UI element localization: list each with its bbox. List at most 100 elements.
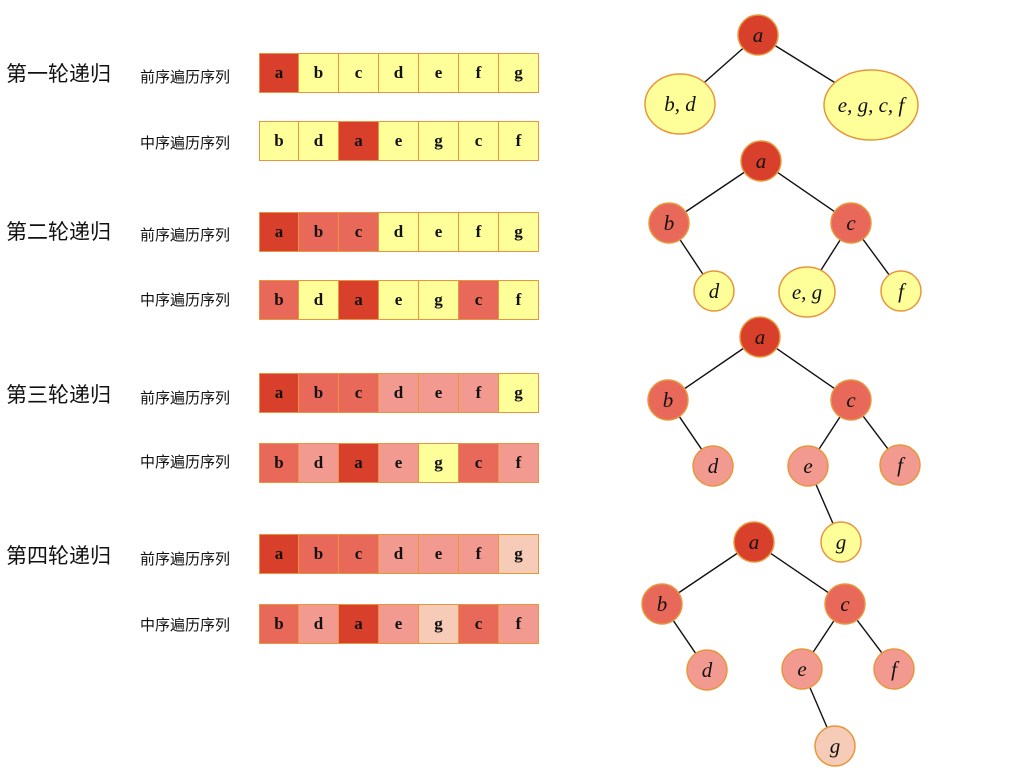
tree-edge	[700, 47, 745, 86]
round-1-label: 第一轮递归	[6, 62, 111, 86]
tree-node-a: a	[740, 140, 782, 182]
tree-edge	[677, 552, 739, 594]
sequence-cell-e: e	[419, 534, 459, 574]
tree-node-b: b	[641, 583, 683, 625]
sequence-cell-a: a	[259, 53, 299, 93]
sequence-cell-g: g	[419, 121, 459, 161]
sequence-cell-d: d	[379, 53, 419, 93]
tree-edge	[769, 552, 830, 594]
sequence-cell-c: c	[339, 53, 379, 93]
sequence-cell-a: a	[259, 373, 299, 413]
tree-node-R: e, g, c, f	[823, 69, 919, 141]
tree-node-c: c	[830, 379, 872, 421]
sequence-cell-g: g	[499, 534, 539, 574]
sequence-cell-c: c	[459, 604, 499, 644]
tree-node-e: e	[781, 648, 823, 690]
tree-node-label: a	[756, 149, 767, 173]
tree-node-label: b	[663, 388, 674, 412]
tree-node-d: d	[692, 445, 734, 487]
tree-node-label: a	[749, 530, 760, 554]
tree-edge	[861, 414, 890, 451]
tree-node-label: d	[709, 279, 720, 303]
tree-edge	[775, 347, 836, 390]
tree-node-label: d	[702, 658, 713, 682]
tree-node-label: b, d	[664, 92, 696, 116]
sequence-cell-f: f	[499, 280, 539, 320]
sequence-cell-b: b	[259, 121, 299, 161]
tree-node-label: f	[897, 453, 906, 477]
sequence-cell-b: b	[299, 212, 339, 252]
round-2-preorder-label: 前序遍历序列	[140, 226, 231, 244]
tree-node-a: a	[733, 521, 775, 563]
tree-node-label: d	[708, 454, 719, 478]
tree-edge	[683, 347, 745, 390]
tree-node-label: b	[657, 592, 668, 616]
tree-edge	[819, 238, 842, 273]
sequence-cell-c: c	[459, 121, 499, 161]
sequence-cell-g: g	[499, 53, 539, 93]
round-1-preorder-label: 前序遍历序列	[140, 68, 231, 86]
tree-node-a: a	[739, 316, 781, 358]
sequence-cell-f: f	[459, 534, 499, 574]
sequence-cell-d: d	[299, 443, 339, 483]
sequence-cell-f: f	[499, 443, 539, 483]
sequence-cell-b: b	[299, 53, 339, 93]
sequence-cell-d: d	[379, 373, 419, 413]
sequence-cell-b: b	[259, 604, 299, 644]
tree-node-label: f	[898, 279, 907, 303]
sequence-cell-a: a	[339, 280, 379, 320]
tree-edge	[814, 483, 835, 525]
tree-node-label: b	[664, 211, 675, 235]
sequence-cell-d: d	[299, 121, 339, 161]
tree-edge	[684, 171, 746, 213]
tree-node-f: f	[879, 444, 921, 486]
sequence-cell-c: c	[339, 373, 379, 413]
tree-edge	[678, 238, 705, 276]
sequence-cell-g: g	[419, 604, 459, 644]
tree-edge	[855, 618, 884, 655]
tree-edge	[672, 619, 697, 655]
sequence-cell-b: b	[259, 443, 299, 483]
sequence-cell-g: g	[499, 373, 539, 413]
sequence-cell-b: b	[259, 280, 299, 320]
tree-node-label: c	[840, 592, 850, 616]
tree-edge	[861, 237, 891, 277]
sequence-cell-d: d	[379, 534, 419, 574]
sequence-cell-f: f	[459, 373, 499, 413]
tree-node-eg: e, g	[778, 266, 836, 318]
tree-node-g: g	[820, 521, 862, 563]
tree-node-label: c	[846, 388, 856, 412]
sequence-cell-d: d	[299, 604, 339, 644]
tree-node-label: g	[836, 530, 847, 554]
sequence-cell-e: e	[419, 212, 459, 252]
sequence-cell-a: a	[259, 534, 299, 574]
round-1-inorder-label: 中序遍历序列	[140, 134, 231, 152]
sequence-cell-g: g	[499, 212, 539, 252]
sequence-cell-c: c	[459, 280, 499, 320]
tree-node-f: f	[880, 270, 922, 312]
sequence-cell-c: c	[459, 443, 499, 483]
sequence-cell-e: e	[379, 280, 419, 320]
tree-node-label: e, g, c, f	[838, 93, 908, 117]
round-4-preorder-label: 前序遍历序列	[140, 550, 231, 568]
tree-node-label: a	[755, 325, 766, 349]
sequence-cell-d: d	[299, 280, 339, 320]
sequence-cell-f: f	[459, 53, 499, 93]
tree-node-d: d	[686, 649, 728, 691]
sequence-cell-e: e	[419, 53, 459, 93]
sequence-cell-g: g	[419, 280, 459, 320]
sequence-cell-e: e	[379, 604, 419, 644]
sequence-cell-a: a	[259, 212, 299, 252]
tree-node-d: d	[693, 270, 735, 312]
sequence-cell-f: f	[459, 212, 499, 252]
